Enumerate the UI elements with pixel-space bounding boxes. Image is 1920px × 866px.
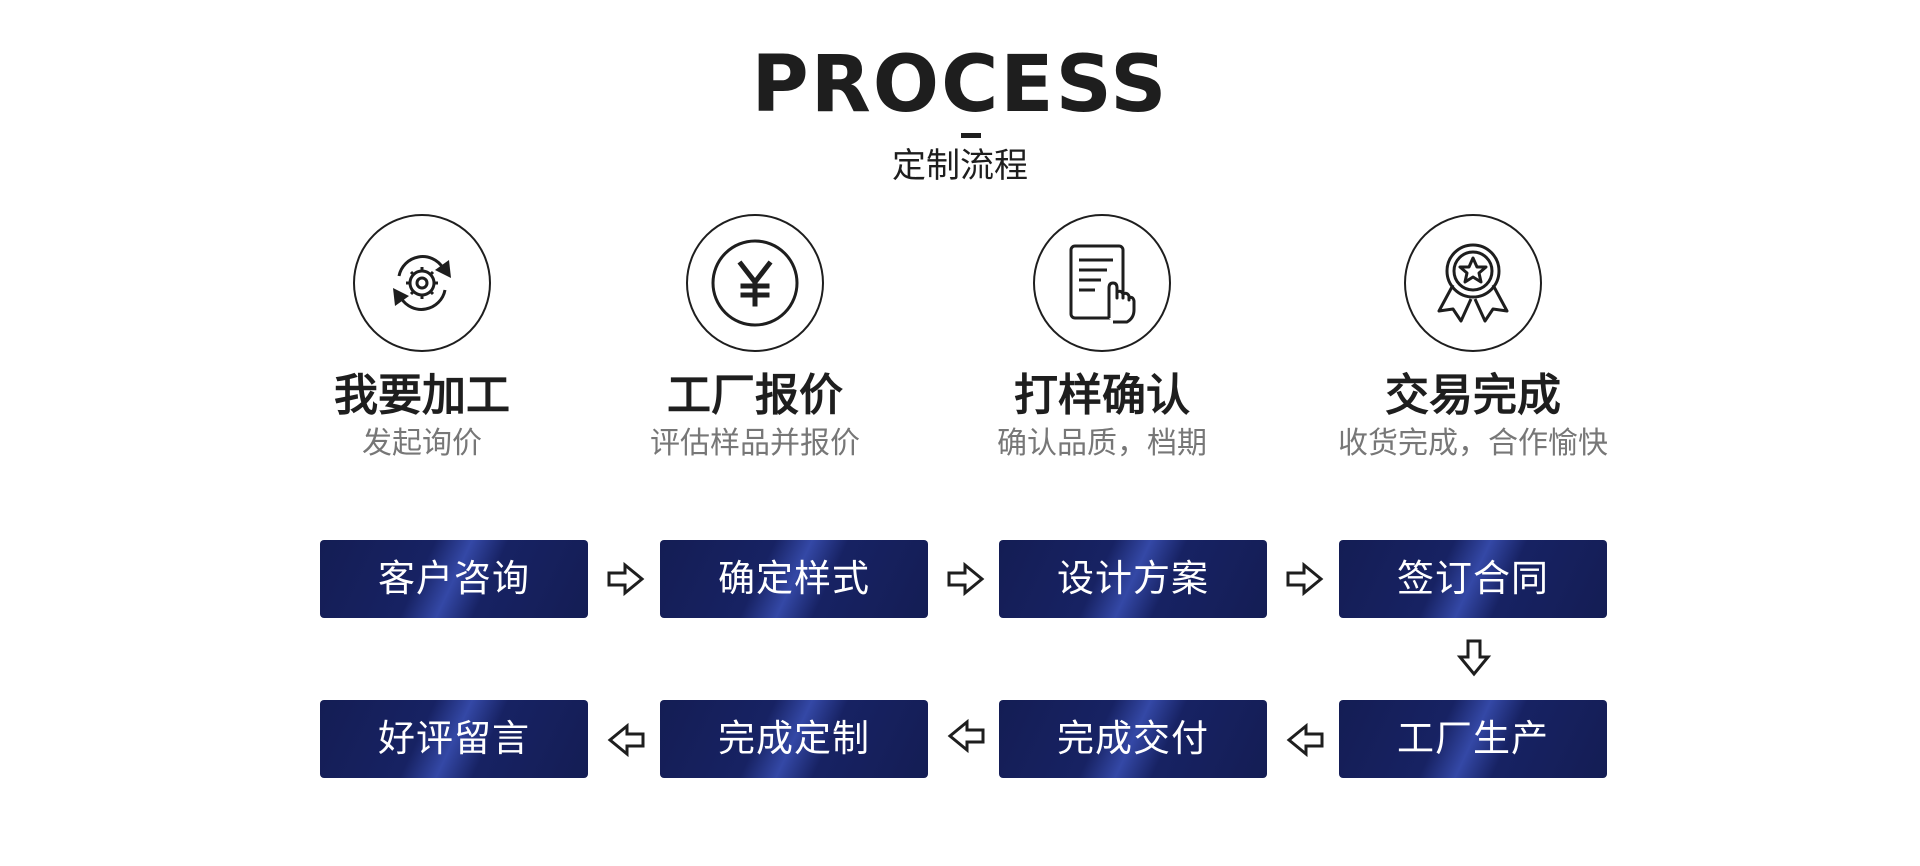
flow-step-confirm-style: 确定样式 bbox=[660, 540, 928, 618]
step-card-2: 工厂报价 评估样品并报价 bbox=[590, 214, 920, 464]
arrow-right-icon bbox=[1286, 561, 1324, 597]
flow-step-design-plan: 设计方案 bbox=[999, 540, 1267, 618]
step-card-4: 交易完成 收货完成，合作愉快 bbox=[1308, 214, 1638, 464]
arrow-down-icon bbox=[1456, 639, 1492, 677]
arrow-right-icon bbox=[607, 561, 645, 597]
document-hand-icon bbox=[1033, 214, 1171, 352]
title-divider bbox=[961, 133, 981, 138]
flow-step-leave-review: 好评留言 bbox=[320, 700, 588, 778]
arrow-right-icon bbox=[947, 561, 985, 597]
step-title: 交易完成 bbox=[1385, 370, 1561, 421]
page-title: PROCESS bbox=[751, 40, 1169, 130]
gear-cycle-icon bbox=[353, 214, 491, 352]
arrow-left-icon bbox=[947, 718, 985, 754]
award-badge-icon bbox=[1404, 214, 1542, 352]
flow-step-customer-consult: 客户咨询 bbox=[320, 540, 588, 618]
yen-coin-icon bbox=[686, 214, 824, 352]
step-description: 收货完成，合作愉快 bbox=[1338, 426, 1608, 461]
step-title: 我要加工 bbox=[334, 370, 510, 421]
step-title: 打样确认 bbox=[1014, 370, 1190, 421]
step-card-1: 我要加工 发起询价 bbox=[257, 214, 587, 464]
arrow-left-icon bbox=[1286, 722, 1324, 758]
page-subtitle: 定制流程 bbox=[892, 146, 1028, 186]
flow-step-factory-production: 工厂生产 bbox=[1339, 700, 1607, 778]
step-card-3: 打样确认 确认品质，档期 bbox=[937, 214, 1267, 464]
step-description: 确认品质，档期 bbox=[997, 426, 1207, 461]
flow-step-delivery-done: 完成交付 bbox=[999, 700, 1267, 778]
flow-step-customization-done: 完成定制 bbox=[660, 700, 928, 778]
step-description: 评估样品并报价 bbox=[650, 426, 860, 461]
step-title: 工厂报价 bbox=[667, 370, 843, 421]
arrow-left-icon bbox=[607, 722, 645, 758]
step-description: 发起询价 bbox=[362, 426, 482, 461]
flow-step-sign-contract: 签订合同 bbox=[1339, 540, 1607, 618]
